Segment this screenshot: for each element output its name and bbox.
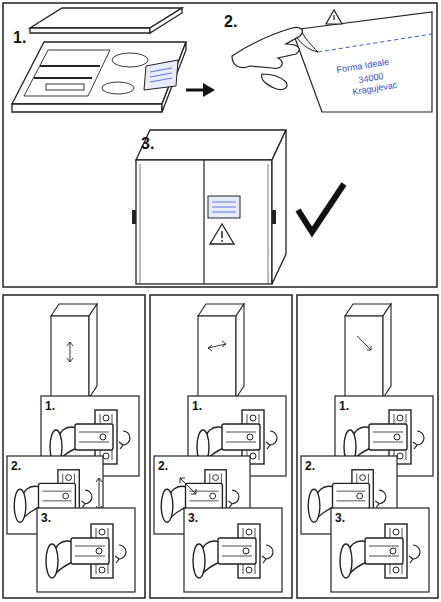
step-number: 2. [224, 14, 237, 30]
step-number: 3. [40, 511, 52, 525]
step-number: 2. [10, 459, 22, 473]
step-number: 3. [187, 511, 199, 525]
step-number: 1. [44, 399, 56, 413]
step-number: 1. [338, 399, 350, 413]
step-number: 3. [141, 136, 154, 152]
step-number: 2. [157, 459, 169, 473]
step-number: 1. [13, 30, 26, 46]
step-number: 3. [334, 511, 346, 525]
step-number: 1. [191, 399, 203, 413]
step-number: 2. [304, 459, 316, 473]
